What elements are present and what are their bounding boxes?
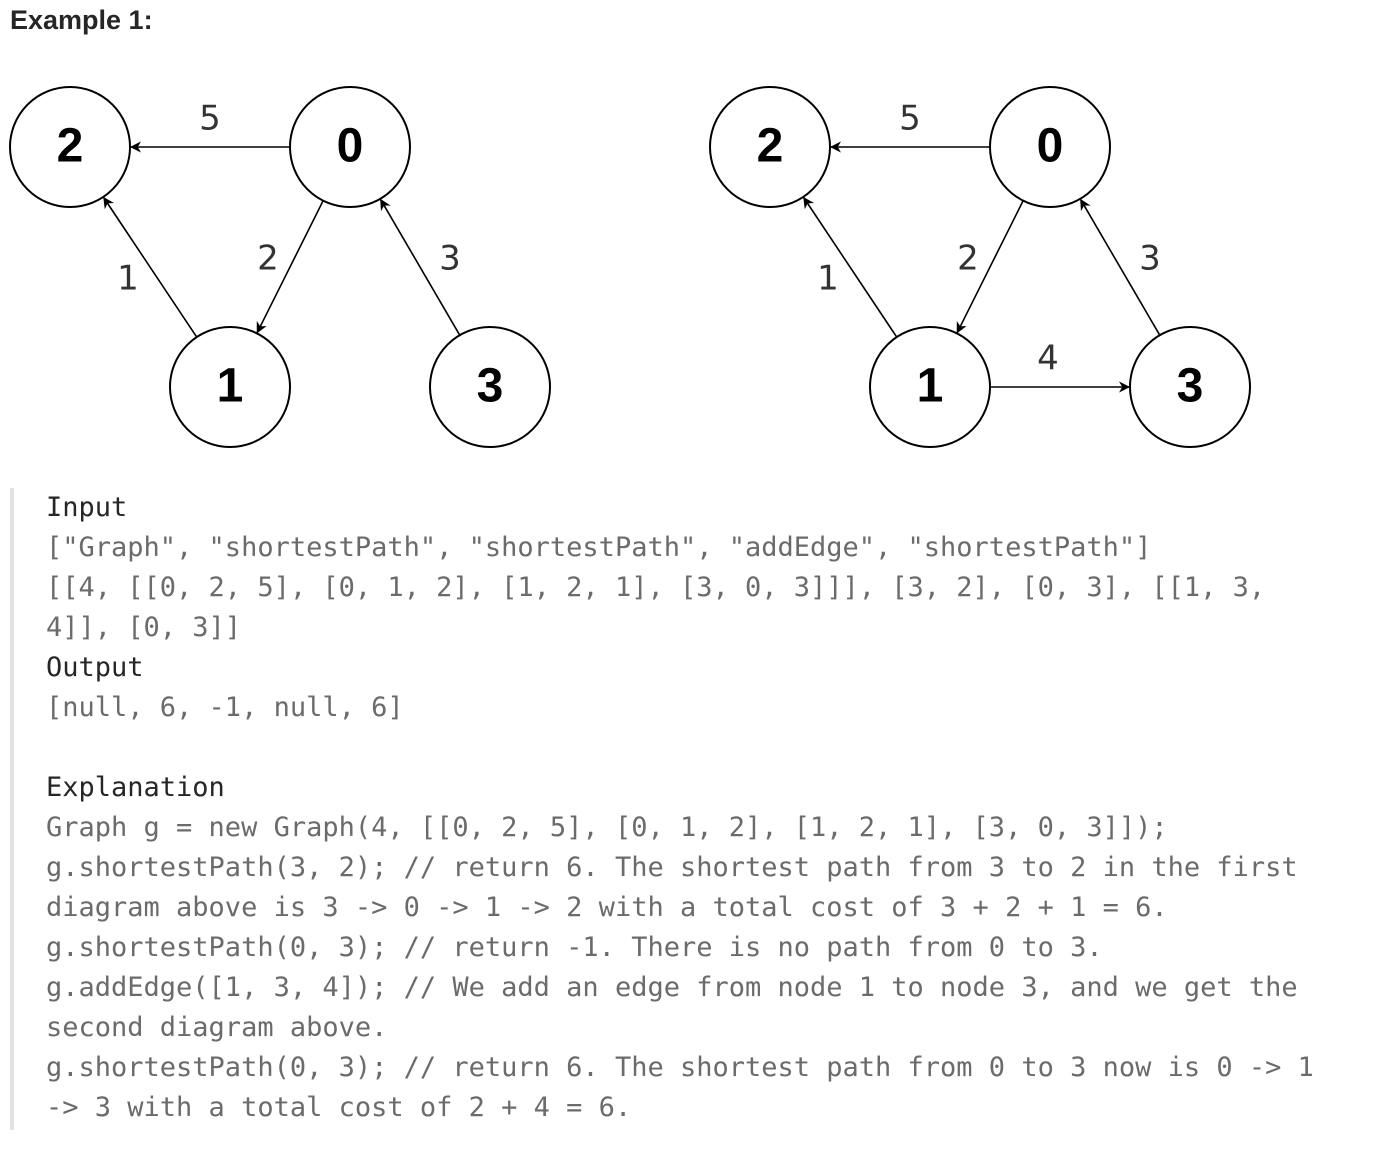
edge-weight-label: 1 [117, 259, 139, 299]
node-circle [1129, 326, 1251, 448]
edge-weight-label: 2 [257, 239, 279, 279]
node-circle [289, 86, 411, 208]
node-circle [169, 326, 291, 448]
graph-node-3: 3 [429, 326, 551, 448]
node-circle [869, 326, 991, 448]
node-label: 2 [57, 120, 84, 173]
graph-node-0: 0 [989, 86, 1111, 208]
graph-svg: 5 2 1 3 0 1 2 3 [9, 86, 551, 448]
node-label: 0 [337, 120, 364, 173]
edge-1-to-2-arrow [103, 196, 198, 338]
explanation-line: Graph g = new Graph(4, [[0, 2, 5], [0, 1… [46, 812, 1168, 843]
edge-3-to-0-arrow [380, 198, 461, 336]
edge-weight-label: 3 [1139, 239, 1161, 279]
explanation-line: second diagram above. [46, 1012, 388, 1043]
graph-node-3: 3 [1129, 326, 1251, 448]
output-line: [null, 6, -1, null, 6] [46, 692, 404, 723]
example-heading: Example 1: [10, 5, 153, 35]
explanation-line: g.shortestPath(3, 2); // return 6. The s… [46, 852, 1298, 883]
graph-diagram-first: 5 2 1 3 0 1 2 3 [0, 80, 560, 460]
output-label: Output [46, 652, 144, 683]
graph-node-2: 2 [709, 86, 831, 208]
edge-1-to-2-arrow [803, 196, 898, 338]
node-circle [989, 86, 1111, 208]
explanation-line: -> 3 with a total cost of 2 + 4 = 6. [46, 1092, 632, 1123]
edge-weight-label: 4 [1037, 339, 1059, 379]
explanation-line: g.shortestPath(0, 3); // return -1. Ther… [46, 932, 1103, 963]
graph-diagram-second: 5 2 1 3 4 0 1 2 3 [700, 80, 1260, 460]
edge-0-to-1-arrow [956, 200, 1024, 334]
edge-weight-label: 3 [439, 239, 461, 279]
edge-weight-label: 1 [817, 259, 839, 299]
node-circle [9, 86, 131, 208]
graph-node-1: 1 [869, 326, 991, 448]
explanation-label: Explanation [46, 772, 225, 803]
graph-node-2: 2 [9, 86, 131, 208]
node-circle [709, 86, 831, 208]
node-label: 0 [1037, 120, 1064, 173]
input-line: [[4, [[0, 2, 5], [0, 1, 2], [1, 2, 1], [… [46, 572, 1266, 603]
graph-node-1: 1 [169, 326, 291, 448]
explanation-line: g.addEdge([1, 3, 4]); // We add an edge … [46, 972, 1298, 1003]
node-label: 1 [217, 360, 244, 413]
node-label: 1 [917, 360, 944, 413]
example-block: Input ["Graph", "shortestPath", "shortes… [10, 488, 1370, 1130]
edge-0-to-1-arrow [256, 200, 324, 334]
graph-svg: 5 2 1 3 4 0 1 2 3 [709, 86, 1251, 448]
edge-weight-label: 5 [899, 99, 921, 139]
edge-3-to-0-arrow [1080, 198, 1161, 336]
graph-node-0: 0 [289, 86, 411, 208]
explanation-line: g.shortestPath(0, 3); // return 6. The s… [46, 1052, 1314, 1083]
input-line: ["Graph", "shortestPath", "shortestPath"… [46, 532, 1152, 563]
input-line: 4]], [0, 3]] [46, 612, 242, 643]
blank-line [46, 728, 1370, 768]
input-label: Input [46, 492, 128, 523]
node-label: 3 [1177, 360, 1204, 413]
node-label: 2 [757, 120, 784, 173]
explanation-line: diagram above is 3 -> 0 -> 1 -> 2 with a… [46, 892, 1168, 923]
edge-weight-label: 2 [957, 239, 979, 279]
node-label: 3 [477, 360, 504, 413]
edge-weight-label: 5 [199, 99, 221, 139]
node-circle [429, 326, 551, 448]
